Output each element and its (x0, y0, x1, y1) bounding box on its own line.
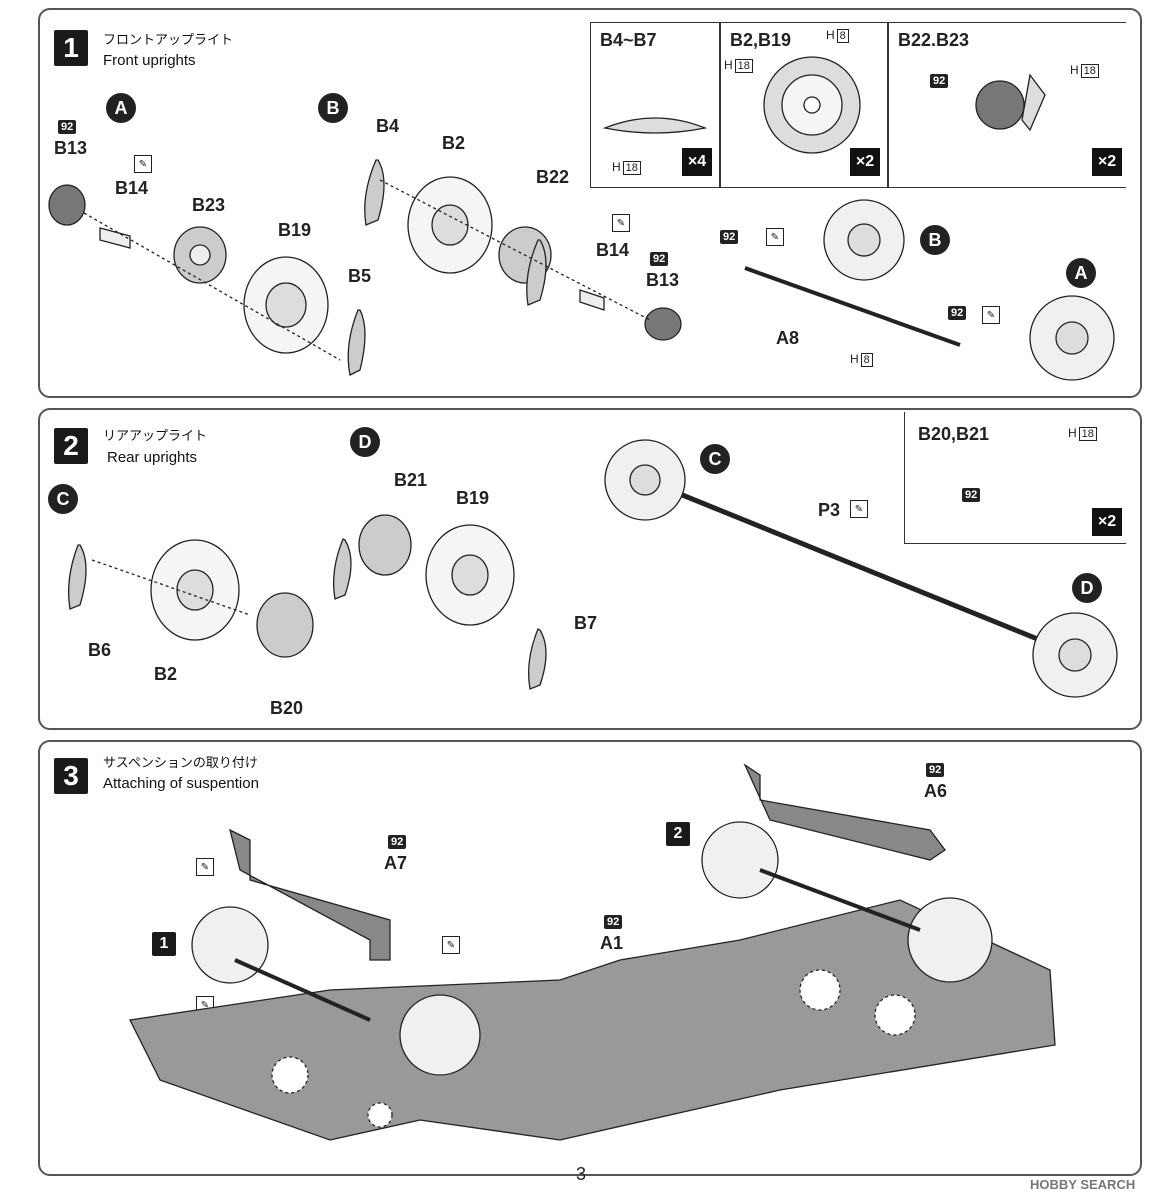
marker-c: C (48, 484, 78, 514)
part-number-badge: 92 (388, 835, 407, 849)
step1-title-jp: フロントアップライト (103, 32, 234, 47)
step2-panel (38, 408, 1142, 730)
ref-box-b4-b7 (590, 22, 720, 188)
part-label-b20: B20 (270, 698, 304, 718)
glue-icon: ✎ (982, 306, 1000, 324)
marker-d: D (350, 427, 380, 457)
ref-box-b2-b19 (720, 22, 888, 188)
multiplier-badge: ×2 (1092, 508, 1122, 536)
part-label-b19: B19 (456, 488, 490, 508)
part-label-a7: A7 (384, 853, 408, 873)
part-label-b21: B21 (394, 470, 428, 490)
part-label-a8: A8 (776, 328, 800, 348)
step2-title-jp: リアアップライト (103, 428, 208, 443)
part-number-badge: 92 (962, 488, 981, 502)
marker-b-axle: B (920, 225, 950, 255)
step1-title-en: Front uprights (103, 52, 196, 69)
marker-a-axle: A (1066, 258, 1096, 288)
part-label-b7: B7 (574, 613, 598, 633)
part-label-b2: B2 (154, 664, 178, 684)
part-label-b23: B23 (192, 195, 226, 215)
part-number-badge: 92 (650, 252, 669, 266)
ref-box-b22-b23 (888, 22, 1126, 188)
step2-title-en: Rear uprights (107, 449, 198, 466)
part-label-b13-right: B13 (646, 270, 680, 290)
watermark: HOBBY SEARCH (1030, 1177, 1136, 1192)
glue-icon: ✎ (442, 936, 460, 954)
multiplier-badge: ×2 (1092, 148, 1122, 176)
step3-title-en: Attaching of suspention (103, 775, 259, 792)
part-label-b14-right: B14 (596, 240, 630, 260)
marker-a: A (106, 93, 136, 123)
step2-number: 2 (54, 428, 88, 464)
part-label-b6: B6 (88, 640, 112, 660)
ref-box-b2-b19-title: B2,B19 (730, 30, 792, 50)
marker-c-axle: C (700, 444, 730, 474)
part-number-badge: 92 (948, 306, 967, 320)
part-label-b2: B2 (442, 133, 466, 153)
page-number: 3 (576, 1164, 587, 1184)
multiplier-badge: ×4 (682, 148, 712, 176)
marker-d-axle: D (1072, 573, 1102, 603)
part-number-badge: 92 (926, 763, 945, 777)
step1-number: 1 (54, 30, 88, 66)
part-label-b22: B22 (536, 167, 570, 187)
part-label-a1: A1 (600, 933, 624, 953)
step3-title-jp: サスペンションの取り付け (103, 755, 258, 770)
subref-1: 1 (152, 932, 176, 956)
part-label-b19: B19 (278, 220, 312, 240)
part-label-b5: B5 (348, 266, 372, 286)
glue-icon: ✎ (850, 500, 868, 518)
part-number-badge: 92 (58, 120, 77, 134)
subref-2: 2 (666, 822, 690, 846)
part-label-b14-left: B14 (115, 178, 149, 198)
glue-icon: ✎ (766, 228, 784, 246)
part-number-badge: 92 (604, 915, 623, 929)
glue-icon: ✎ (612, 214, 630, 232)
marker-b: B (318, 93, 348, 123)
ref-box-b20-b21-title: B20,B21 (918, 424, 990, 444)
part-label-b13-left: B13 (54, 138, 88, 158)
step3-number: 3 (54, 758, 88, 794)
ref-box-b20-b21 (904, 412, 1126, 544)
ref-box-b22-b23-title: B22.B23 (898, 30, 970, 50)
part-label-p3: P3 (818, 500, 841, 520)
ref-box-b4-b7-title: B4~B7 (600, 30, 657, 50)
part-label-a6: A6 (924, 781, 948, 801)
part-number-badge: 92 (930, 74, 949, 88)
part-number-badge: 92 (720, 230, 739, 244)
multiplier-badge: ×2 (850, 148, 880, 176)
glue-icon: ✎ (196, 858, 214, 876)
part-label-b4: B4 (376, 116, 400, 136)
glue-icon: ✎ (134, 155, 152, 173)
